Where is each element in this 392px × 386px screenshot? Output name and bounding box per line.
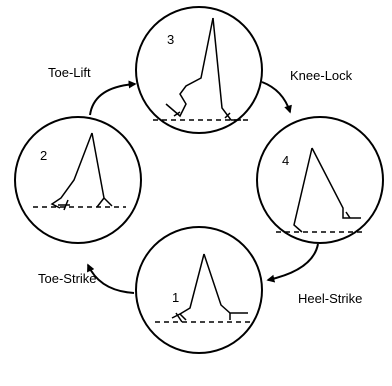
leg-figure-1 xyxy=(171,253,248,323)
phase-1-group: 1 xyxy=(135,226,263,354)
phase-3-group: 3 xyxy=(135,6,263,134)
phase-number-1: 1 xyxy=(172,290,179,305)
phase-circle-1 xyxy=(135,226,263,354)
phase-circle-4 xyxy=(256,116,384,244)
phase-number-4: 4 xyxy=(282,153,289,168)
phase-number-3: 3 xyxy=(167,32,174,47)
phase-4-group: 4 xyxy=(256,116,384,244)
label-toe-lift: Toe-Lift xyxy=(48,65,91,80)
arrow-heel-strike xyxy=(266,243,319,283)
phase-2-group: 2 xyxy=(14,116,142,244)
phase-number-2: 2 xyxy=(40,148,47,163)
leg-figure-2 xyxy=(50,132,113,211)
label-toe-strike: Toe-Strike xyxy=(38,271,97,286)
arrow-toe-strike xyxy=(87,263,135,294)
leg-figure-4 xyxy=(293,147,361,233)
label-knee-lock: Knee-Lock xyxy=(290,68,353,83)
phase-circle-3 xyxy=(135,6,263,134)
phase-circle-2 xyxy=(14,116,142,244)
arrow-toe-lift xyxy=(89,80,137,116)
label-heel-strike: Heel-Strike xyxy=(298,291,362,306)
arrow-knee-lock xyxy=(261,81,292,114)
leg-figure-3 xyxy=(165,17,241,121)
